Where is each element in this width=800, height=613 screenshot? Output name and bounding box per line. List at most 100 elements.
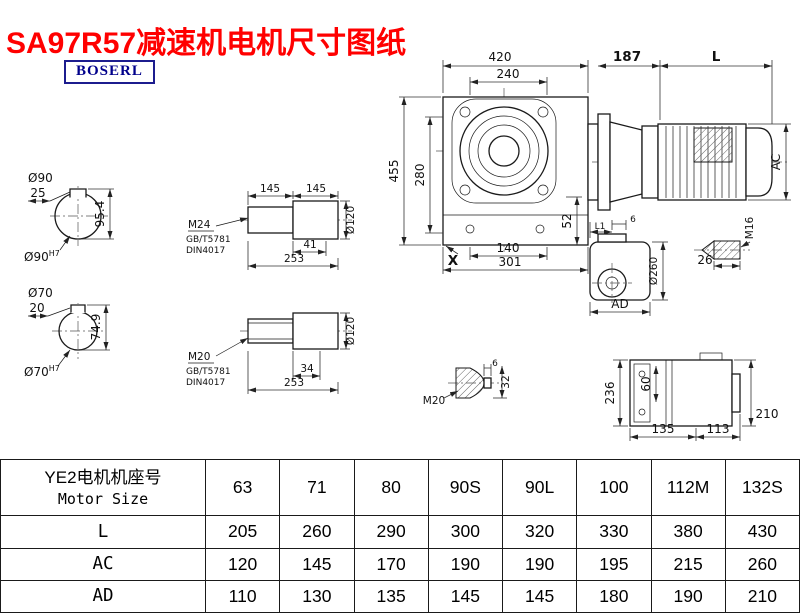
dim-145-b: 145: [306, 183, 326, 195]
dim-25: 25: [30, 186, 45, 200]
dim-301: 301: [499, 255, 522, 269]
size-80: 80: [353, 458, 429, 517]
std-gb-bottom: GB/T5781: [186, 367, 231, 377]
header-cn: YE2电机机座号: [44, 468, 162, 488]
cell-AD-80: 135: [353, 579, 429, 613]
output-shaft-90: 145 145 Ø120 M24 GB/T5781 DIN4017 41 253: [186, 183, 357, 270]
dim-6-plug: 6: [492, 359, 498, 369]
logo-text: BOSERL: [76, 63, 143, 79]
cell-AD-112m: 190: [650, 579, 726, 613]
cell-AC-90l: 190: [501, 547, 578, 581]
thread-M24: M24: [188, 219, 211, 231]
size-112m: 112M: [650, 458, 726, 517]
dim-187: 187: [613, 49, 641, 65]
cell-AC-80: 170: [353, 547, 429, 581]
cell-AD-132s: 210: [724, 579, 800, 613]
dim-253-bottom: 253: [284, 377, 304, 389]
plug-detail-m20: 6 32 M20: [423, 359, 512, 407]
header-en: Motor Size: [57, 490, 149, 509]
dim-280: 280: [413, 164, 427, 187]
table-row-AC: AC 120 145 170 190 190 195 215 260: [0, 547, 800, 581]
dim-dia120-top: Ø120: [345, 206, 357, 234]
fit-tol-70: H7: [49, 364, 60, 373]
std-din-bottom: DIN4017: [186, 378, 225, 388]
row-label-L: L: [0, 515, 206, 549]
table-header-row: YE2电机机座号 Motor Size 63 71 80 90S 90L 100…: [0, 458, 800, 517]
cell-L-90l: 320: [501, 515, 578, 549]
cell-L-63: 205: [204, 515, 281, 549]
cell-AD-63: 110: [204, 579, 281, 613]
dim-236: 236: [603, 382, 617, 405]
dim-420: 420: [489, 50, 512, 64]
fit-label-90: Ø90H7: [24, 249, 60, 264]
dim-32: 32: [500, 375, 512, 388]
motor-dims: 187 L AC: [598, 49, 791, 201]
motor-flange: [597, 113, 611, 211]
dim-113: 113: [707, 422, 730, 436]
cell-AD-90l: 145: [501, 579, 578, 613]
dim-60: 60: [639, 376, 653, 391]
cell-L-90s: 300: [427, 515, 504, 549]
cell-AC-100: 195: [576, 547, 652, 581]
size-100: 100: [576, 458, 652, 517]
fit-dia-90: Ø90: [24, 250, 49, 264]
size-90l: 90L: [501, 458, 578, 517]
table-row-AD: AD 110 130 135 145 145 180 190 210: [0, 579, 800, 613]
fit-dia-70: Ø70: [24, 365, 49, 379]
dim-dia260: Ø260: [648, 257, 660, 285]
fan-cover: [745, 127, 773, 197]
dim-dia120-bottom: Ø120: [345, 317, 357, 345]
std-gb-top: GB/T5781: [186, 235, 231, 245]
thread-M16: M16: [744, 216, 756, 239]
dim-253-top: 253: [284, 253, 304, 265]
dim-135: 135: [652, 422, 675, 436]
cell-L-80: 290: [353, 515, 429, 549]
thread-M20-plug: M20: [423, 395, 445, 407]
motor-size-table: YE2电机机座号 Motor Size 63 71 80 90S 90L 100…: [0, 458, 800, 613]
cell-AC-63: 120: [204, 547, 281, 581]
dim-AC: AC: [769, 154, 783, 170]
fit-tol-90: H7: [49, 249, 60, 258]
cell-AD-71: 130: [279, 579, 355, 613]
dia-70-label: Ø70: [28, 286, 53, 300]
dim-41: 41: [303, 239, 316, 251]
fit-label-70: Ø70H7: [24, 364, 60, 379]
cell-L-132s: 430: [724, 515, 800, 549]
dimension-drawing: 420 240 455 280 52 140 301 X: [24, 49, 791, 441]
dim-455: 455: [387, 160, 401, 183]
dim-210: 210: [756, 407, 779, 421]
dim-240: 240: [497, 67, 520, 81]
size-132s: 132S: [724, 458, 800, 517]
motor-size-header: YE2电机机座号 Motor Size: [0, 458, 206, 517]
page-title: SA97R57减速机电机尺寸图纸: [6, 27, 407, 61]
size-71: 71: [279, 458, 355, 517]
bolt-detail-m16: M16 26: [694, 216, 756, 270]
dim-34: 34: [300, 363, 314, 375]
cell-L-71: 260: [279, 515, 355, 549]
cell-AC-71: 145: [279, 547, 355, 581]
shaft-section-70: Ø70 20 74.9 Ø70H7: [24, 286, 110, 379]
view-label-x: X: [448, 253, 459, 269]
std-din-top: DIN4017: [186, 246, 225, 256]
cell-L-112m: 380: [650, 515, 726, 549]
cell-AC-90s: 190: [427, 547, 504, 581]
dim-95-4: 95.4: [93, 201, 107, 228]
dim-6-side: 6: [630, 215, 636, 225]
cell-AC-112m: 215: [650, 547, 726, 581]
dim-26: 26: [697, 253, 712, 267]
dim-145-a: 145: [260, 183, 280, 195]
terminal-box: [693, 127, 733, 163]
dim-74-9: 74.9: [89, 314, 103, 341]
cell-AC-132s: 260: [724, 547, 800, 581]
dim-52: 52: [560, 213, 574, 228]
gearbox-front-view: [436, 88, 600, 252]
gearbox-body: [442, 96, 589, 246]
output-shaft-70: Ø120 M20 GB/T5781 DIN4017 34 253: [186, 312, 357, 394]
motor-top-view: 236 60 135 113 210: [603, 352, 779, 441]
size-63: 63: [204, 458, 281, 517]
dim-L: L: [712, 49, 721, 65]
dim-20: 20: [29, 301, 44, 315]
dim-L1: L1: [595, 222, 606, 232]
table-row-L: L 205 260 290 300 320 330 380 430: [0, 515, 800, 549]
size-90s: 90S: [427, 458, 504, 517]
